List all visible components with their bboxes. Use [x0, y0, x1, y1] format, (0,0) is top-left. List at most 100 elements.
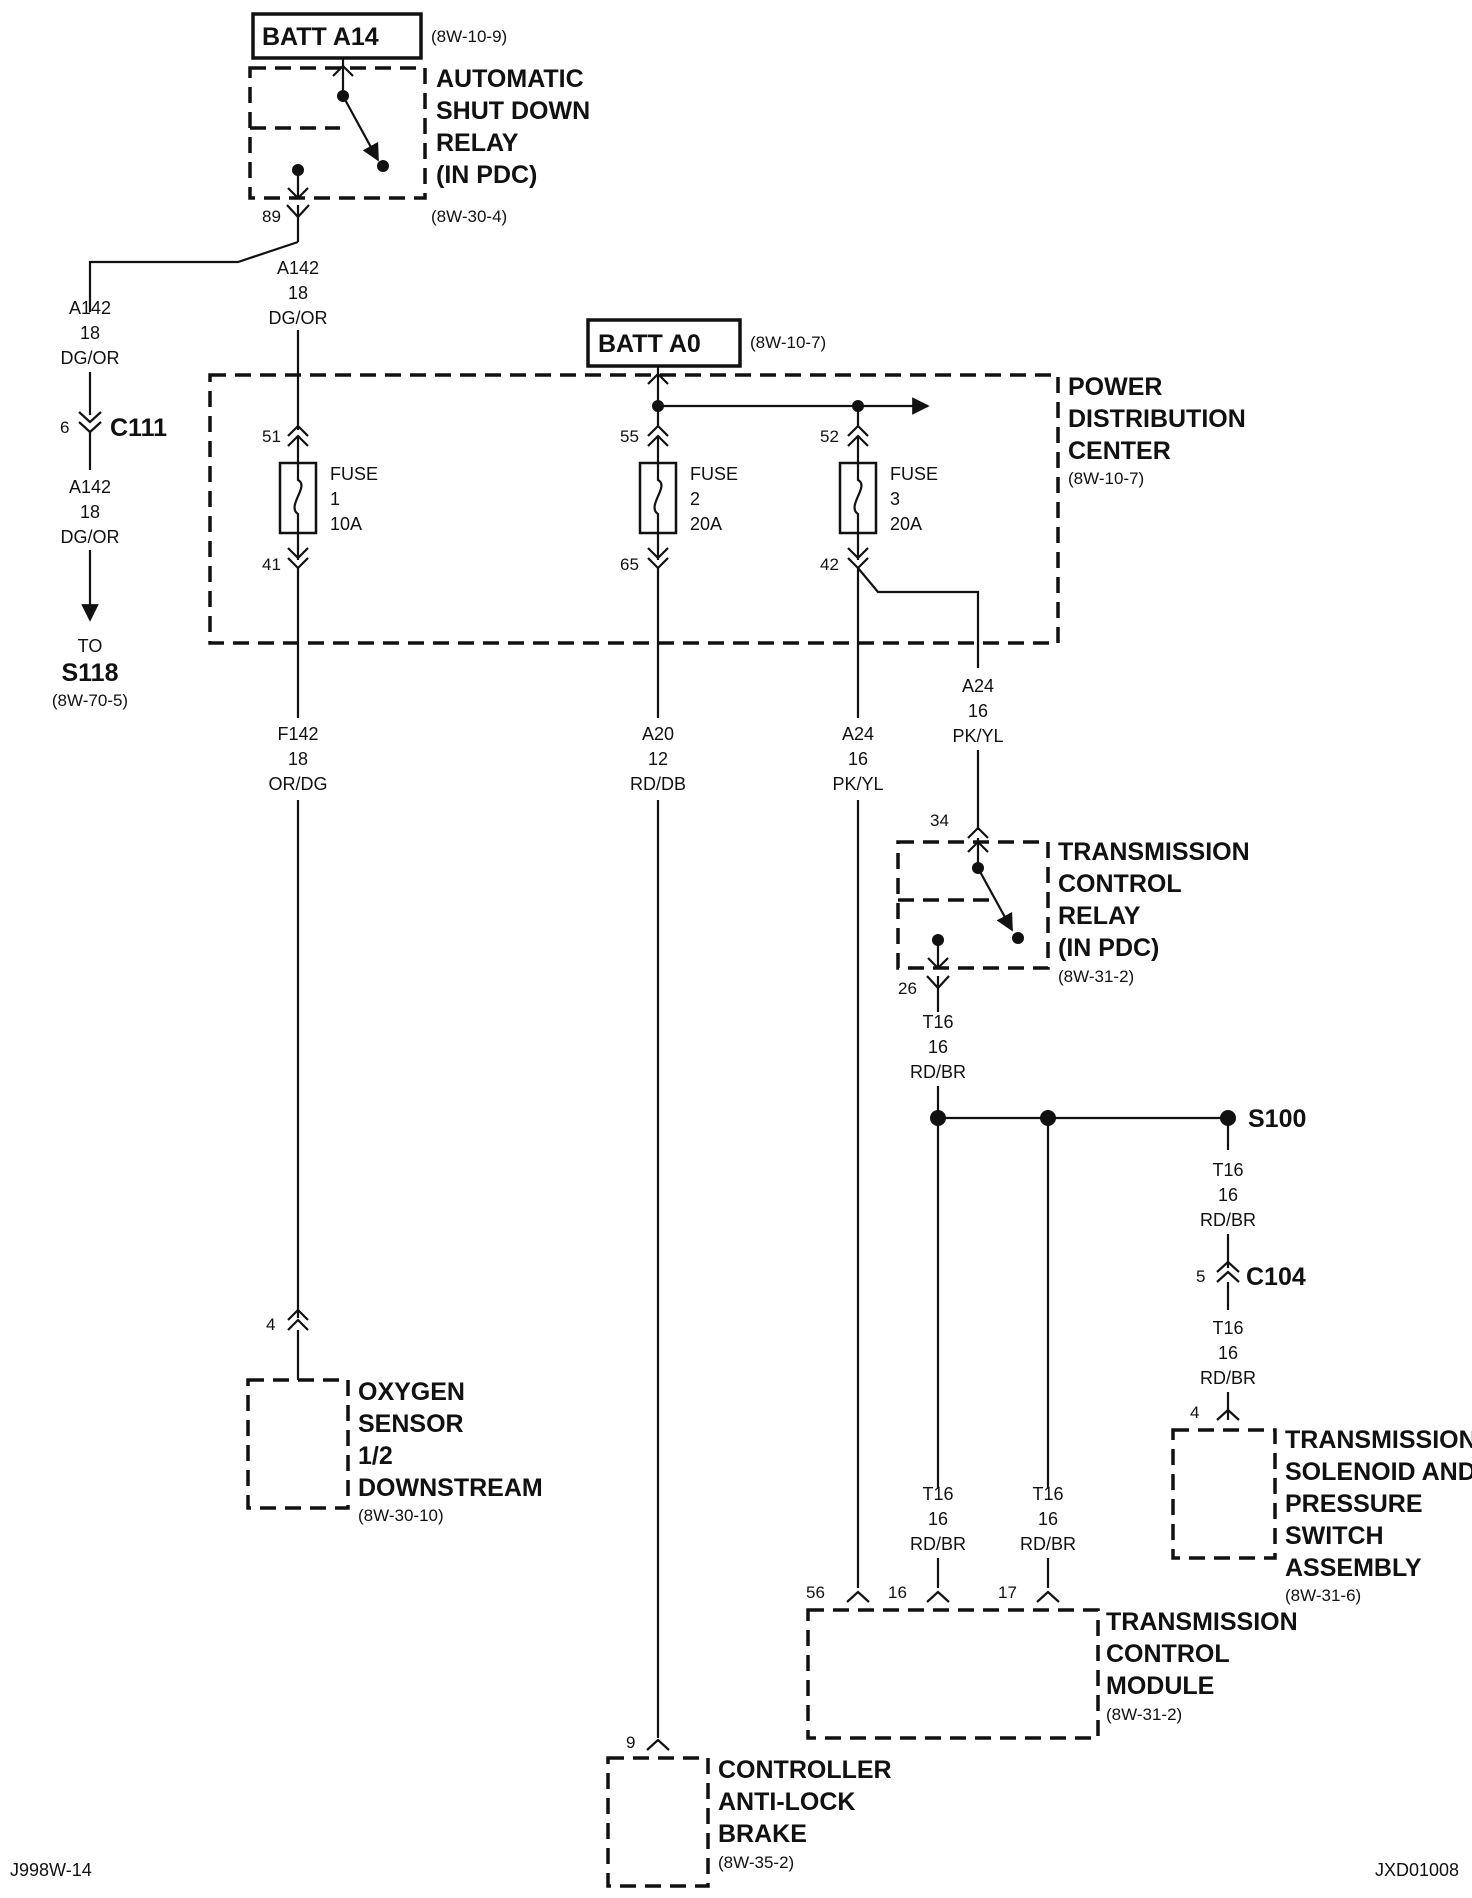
tcm-outline: [806, 1608, 1100, 1740]
o2-sensor-outline: [246, 1378, 350, 1510]
wire-a24-left-label: A24 16 PK/YL: [832, 724, 883, 794]
svg-text:S118: S118: [61, 659, 118, 687]
svg-text:RD/BR: RD/BR: [1200, 1210, 1256, 1230]
svg-text:26: 26: [898, 979, 917, 998]
svg-text:16: 16: [888, 1583, 907, 1602]
svg-text:T16: T16: [1212, 1160, 1243, 1180]
svg-text:DG/OR: DG/OR: [60, 527, 119, 547]
svg-text:ASSEMBLY: ASSEMBLY: [1285, 1554, 1422, 1582]
svg-text:A24: A24: [962, 676, 994, 696]
svg-text:ANTI-LOCK: ANTI-LOCK: [718, 1788, 855, 1816]
pdc-name-1: POWER: [1068, 373, 1162, 401]
svg-text:PRESSURE: PRESSURE: [1285, 1490, 1423, 1518]
svg-text:RD/BR: RD/BR: [1020, 1534, 1076, 1554]
wire-a142-left-label: A142 18 DG/OR: [60, 298, 119, 368]
fuse-2: 55 FUSE 2 20A 65: [620, 424, 738, 574]
svg-text:RD/DB: RD/DB: [630, 774, 686, 794]
svg-text:4: 4: [266, 1315, 275, 1334]
asd-relay-name-4: (IN PDC): [436, 161, 537, 189]
svg-text:42: 42: [820, 555, 839, 574]
svg-text:A24: A24: [842, 724, 874, 744]
asd-relay: BATT A14 (8W-10-9) AUTOMATIC SHUT DOWN R…: [248, 12, 590, 226]
svg-text:52: 52: [820, 427, 839, 446]
svg-text:2: 2: [690, 489, 700, 509]
svg-text:18: 18: [80, 323, 100, 343]
batt-a0-box: [586, 318, 742, 368]
svg-text:OR/DG: OR/DG: [268, 774, 327, 794]
batt-a0-label: BATT A0: [598, 330, 701, 358]
svg-text:(8W-35-2): (8W-35-2): [718, 1853, 794, 1872]
wire-a142-lower-label: A142 18 DG/OR: [60, 477, 119, 547]
svg-text:17: 17: [998, 1583, 1017, 1602]
svg-text:16: 16: [1218, 1343, 1238, 1363]
transmission-solenoid-assembly: 4 TRANSMISSION SOLENOID AND PRESSURE SWI…: [1171, 1403, 1472, 1605]
svg-text:DOWNSTREAM: DOWNSTREAM: [358, 1474, 543, 1502]
connector-c111: 6 C111: [60, 411, 167, 442]
svg-text:T16: T16: [1212, 1318, 1243, 1338]
svg-text:3: 3: [890, 489, 900, 509]
svg-text:1/2: 1/2: [358, 1442, 393, 1470]
wire-t16-b-label: T16 16 RD/BR: [1020, 1484, 1076, 1554]
wire-t16-relay-label: T16 16 RD/BR: [910, 1012, 966, 1082]
svg-text:SWITCH: SWITCH: [1285, 1522, 1384, 1550]
svg-text:OXYGEN: OXYGEN: [358, 1378, 465, 1406]
fuse-1: 51 FUSE 1 10A 41: [262, 424, 378, 574]
svg-text:65: 65: [620, 555, 639, 574]
batt-a14-label: BATT A14: [262, 23, 379, 51]
wire-a142-upper-label: A142 18 DG/OR: [268, 258, 327, 328]
svg-text:RELAY: RELAY: [1058, 902, 1141, 930]
svg-text:TRANSMISSION: TRANSMISSION: [1285, 1426, 1472, 1454]
svg-text:CONTROLLER: CONTROLLER: [718, 1756, 892, 1784]
wire-t16-s100-label: T16 16 RD/BR: [1200, 1160, 1256, 1230]
svg-text:SENSOR: SENSOR: [358, 1410, 464, 1438]
svg-text:18: 18: [288, 283, 308, 303]
svg-text:C111: C111: [110, 414, 167, 442]
svg-text:DG/OR: DG/OR: [60, 348, 119, 368]
svg-text:51: 51: [262, 427, 281, 446]
svg-text:5: 5: [1196, 1267, 1205, 1286]
svg-text:PK/YL: PK/YL: [832, 774, 883, 794]
svg-text:18: 18: [288, 749, 308, 769]
svg-text:F142: F142: [277, 724, 318, 744]
wire-t16-c104-label: T16 16 RD/BR: [1200, 1318, 1256, 1388]
svg-text:T16: T16: [922, 1484, 953, 1504]
svg-text:FUSE: FUSE: [690, 464, 738, 484]
svg-text:PK/YL: PK/YL: [952, 726, 1003, 746]
svg-text:55: 55: [620, 427, 639, 446]
transmission-control-module: 56 16 17 TRANSMISSION CONTROL MODULE (8W…: [806, 1583, 1298, 1740]
wire-a142-split: [88, 240, 299, 312]
asd-relay-pin: 89: [262, 207, 281, 226]
svg-text:34: 34: [930, 811, 949, 830]
batt-a0-ref: (8W-10-7): [750, 333, 826, 352]
svg-text:RD/BR: RD/BR: [910, 1062, 966, 1082]
svg-text:TRANSMISSION: TRANSMISSION: [1058, 838, 1250, 866]
transmission-control-relay: 34 TRANSMISSION CONTROL RELAY (IN PDC) (…: [896, 811, 1250, 998]
svg-text:10A: 10A: [330, 514, 362, 534]
tcr-outline: [896, 840, 1050, 970]
svg-text:4: 4: [1190, 1403, 1199, 1422]
svg-text:16: 16: [928, 1037, 948, 1057]
svg-text:RD/BR: RD/BR: [910, 1534, 966, 1554]
footer-left-code: J998W-14: [10, 1860, 92, 1880]
svg-text:T16: T16: [922, 1012, 953, 1032]
svg-text:A142: A142: [69, 298, 111, 318]
svg-text:RD/BR: RD/BR: [1200, 1368, 1256, 1388]
asd-relay-name-2: SHUT DOWN: [436, 97, 590, 125]
svg-text:(8W-31-2): (8W-31-2): [1106, 1705, 1182, 1724]
connector-c104: 5 C104: [1196, 1260, 1306, 1291]
pdc-name-2: DISTRIBUTION: [1068, 405, 1246, 433]
svg-text:FUSE: FUSE: [330, 464, 378, 484]
svg-text:DG/OR: DG/OR: [268, 308, 327, 328]
s100-label: S100: [1248, 1105, 1306, 1133]
asd-relay-name-1: AUTOMATIC: [436, 65, 584, 93]
asd-relay-ref: (8W-30-4): [431, 207, 507, 226]
svg-text:TRANSMISSION: TRANSMISSION: [1106, 1608, 1298, 1636]
wire-a24-branch: [857, 567, 980, 668]
svg-text:FUSE: FUSE: [890, 464, 938, 484]
solenoid-outline: [1171, 1428, 1277, 1560]
wire-a24-right-label: A24 16 PK/YL: [952, 676, 1003, 746]
wire-a20-label: A20 12 RD/DB: [630, 724, 686, 794]
pdc-outline: [208, 373, 1060, 645]
svg-text:A142: A142: [277, 258, 319, 278]
svg-text:41: 41: [262, 555, 281, 574]
